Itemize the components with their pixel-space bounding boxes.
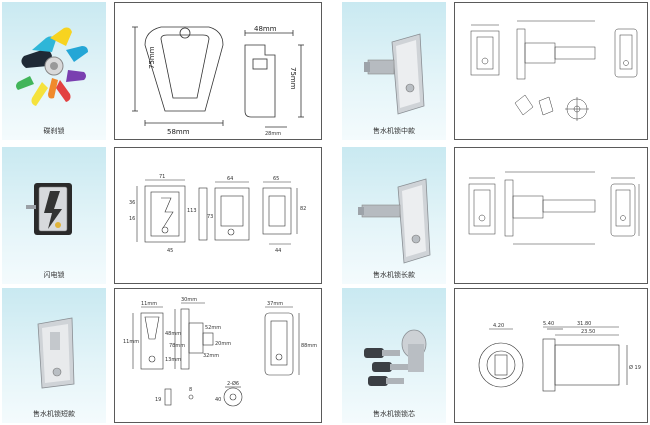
dim-width-small: 28mm xyxy=(265,131,281,137)
vending-mid-dimension-drawing xyxy=(470,20,638,121)
dim-h: 32mm xyxy=(203,353,219,359)
drawing-flash-lock: 71 64 65 36 16 73 82 113 44 45 xyxy=(114,147,322,284)
caption-vending-long: 售水机锁长款 xyxy=(373,271,415,279)
dim-g: 82 xyxy=(300,206,306,212)
dim-width-top: 48mm xyxy=(254,25,277,33)
dim-k: 11mm xyxy=(123,339,139,345)
photo-vending-mid: 售水机锁中款 xyxy=(342,2,446,140)
dim-n: 2-Ø6 xyxy=(227,380,239,387)
dim-o: 40 xyxy=(215,397,221,403)
dim-b: 64 xyxy=(227,176,233,182)
dim-g: 20mm xyxy=(215,341,231,347)
dim-e: 16 xyxy=(129,216,135,222)
dim-f: 73 xyxy=(207,214,213,220)
dim-a: 4.20 xyxy=(493,323,504,329)
dim-j: 45 xyxy=(167,248,173,254)
drawing-vending-short: 11mm 30mm 37mm 52mm 48mm 78mm 20mm 32mm … xyxy=(114,288,322,423)
vending-long-image xyxy=(358,178,431,264)
dim-d: 36 xyxy=(129,200,135,206)
vending-short-image xyxy=(37,317,75,389)
dim-b: 5.40 xyxy=(543,321,554,327)
vending-core-dimension-drawing: 4.20 5.40 31.80 23.50 Ø 19 xyxy=(478,321,641,392)
dim-i: 13mm xyxy=(165,357,181,363)
photo-disc-lock: 碟刹锁 xyxy=(2,2,106,140)
caption-flash-lock: 闪电锁 xyxy=(43,271,65,279)
caption-vending-short: 售水机锁短款 xyxy=(33,410,75,418)
dim-width-bottom: 58mm xyxy=(167,128,190,136)
photo-vending-short: 售水机锁短款 xyxy=(2,288,106,423)
dim-c: 37mm xyxy=(267,301,283,307)
dim-m: 8 xyxy=(189,387,192,393)
flash-lock-dimension-drawing: 71 64 65 36 16 73 82 113 44 45 xyxy=(129,174,306,254)
vending-long-dimension-drawing xyxy=(468,171,640,245)
caption-vending-core: 售水机锁锁芯 xyxy=(373,410,415,418)
drawing-vending-long xyxy=(454,147,648,284)
caption-disc-lock: 碟刹锁 xyxy=(43,127,65,135)
dim-l: 19 xyxy=(155,397,161,403)
vending-mid-image xyxy=(364,33,425,115)
flash-lock-image xyxy=(26,183,72,235)
dim-b: 30mm xyxy=(181,297,197,303)
dim-a: 71 xyxy=(159,174,165,180)
dim-c: 31.80 xyxy=(577,321,591,327)
dim-a: 11mm xyxy=(141,301,157,307)
disc-lock-dimension-drawing: 48mm 75mm 58mm 75mm 28mm xyxy=(132,25,304,137)
drawing-vending-mid xyxy=(454,2,648,140)
dim-i: 44 xyxy=(275,248,281,254)
dim-d: 52mm xyxy=(205,325,221,331)
caption-vending-mid: 售水机锁中款 xyxy=(373,127,415,135)
dim-height-right: 75mm xyxy=(289,67,297,90)
drawing-disc-lock: 48mm 75mm 58mm 75mm 28mm xyxy=(114,2,322,140)
dim-j: 88mm xyxy=(301,343,317,349)
dim-d: 23.50 xyxy=(581,329,595,335)
disc-lock-image xyxy=(16,27,88,106)
photo-vending-core: 售水机锁锁芯 xyxy=(342,288,446,423)
dim-h: 113 xyxy=(187,208,197,214)
photo-vending-long: 售水机锁长款 xyxy=(342,147,446,284)
photo-flash-lock: 闪电锁 xyxy=(2,147,106,284)
dim-e: Ø 19 xyxy=(629,364,641,371)
dim-f: 78mm xyxy=(169,343,185,349)
drawing-vending-core: 4.20 5.40 31.80 23.50 Ø 19 xyxy=(454,288,648,423)
dim-height-left: 75mm xyxy=(148,46,156,69)
vending-core-image xyxy=(364,329,427,386)
vending-short-dimension-drawing: 11mm 30mm 37mm 52mm 48mm 78mm 20mm 32mm … xyxy=(123,297,317,407)
dim-e: 48mm xyxy=(165,331,181,337)
dim-c: 65 xyxy=(273,176,279,182)
